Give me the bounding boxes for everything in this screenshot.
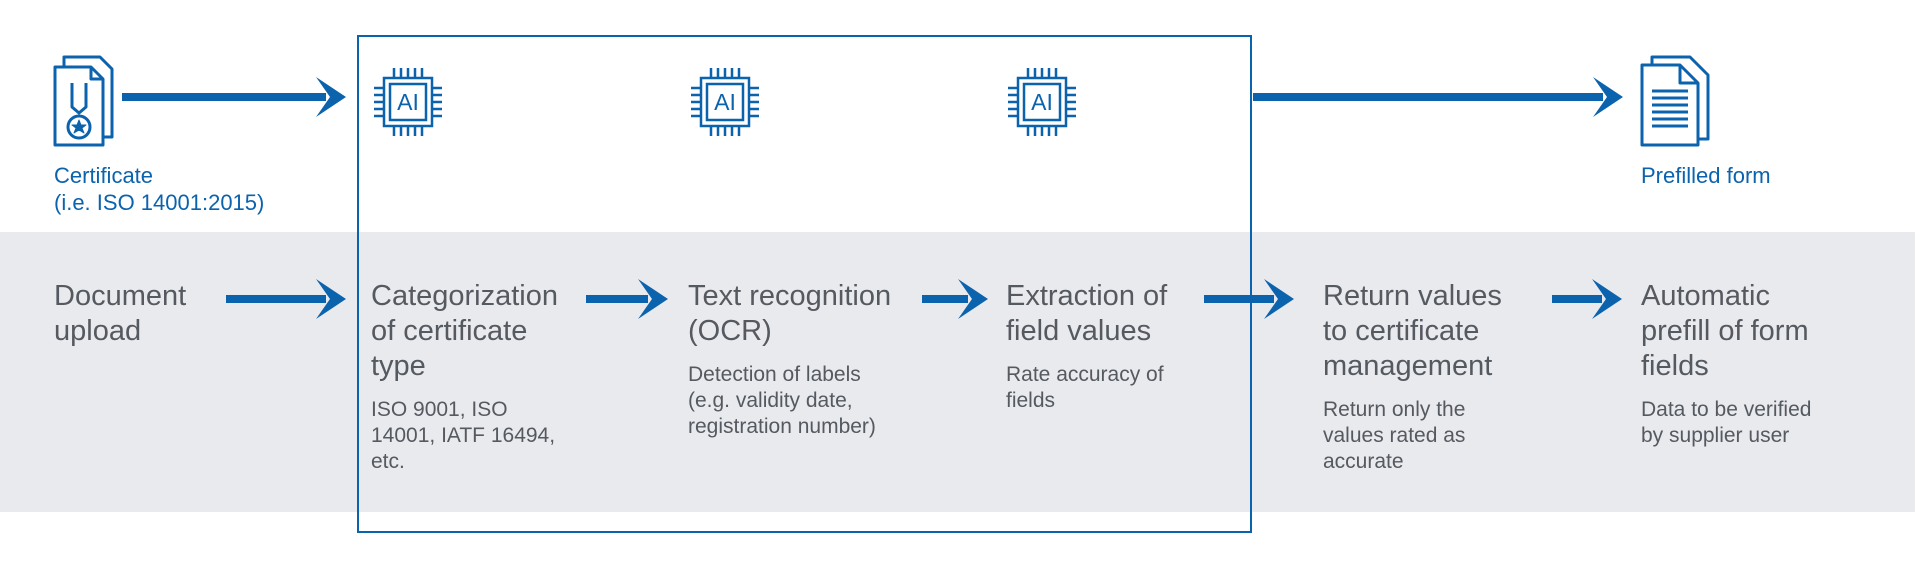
- step-desc-automatic-prefill: Data to be verified by supplier user: [1641, 397, 1811, 449]
- step-desc-line: Return only the: [1323, 398, 1466, 421]
- step-desc-text-recognition: Detection of labels (e.g. validity date,…: [688, 362, 876, 440]
- step-title-extraction: Extraction of field values: [1006, 279, 1167, 349]
- step-desc-extraction: Rate accuracy of fields: [1006, 362, 1164, 414]
- arrow-right-icon: [1552, 276, 1628, 322]
- certificate-label: Certificate (i.e. ISO 14001:2015): [54, 162, 264, 216]
- step-desc-return-values: Return only the values rated as accurate: [1323, 397, 1465, 475]
- step-desc-line: Rate accuracy of: [1006, 363, 1164, 386]
- step-title-line: to certificate: [1323, 315, 1480, 347]
- certificate-label-line2: (i.e. ISO 14001:2015): [54, 190, 265, 215]
- certificate-icon: [52, 53, 124, 147]
- ai-processing-frame: [357, 35, 1252, 533]
- step-desc-line: Detection of labels: [688, 363, 861, 386]
- arrow-right-icon: [122, 74, 352, 120]
- step-title-line: type: [371, 350, 426, 382]
- step-desc-line: etc.: [371, 450, 405, 473]
- step-title-automatic-prefill: Automatic prefill of form fields: [1641, 279, 1809, 384]
- step-desc-line: ISO 9001, ISO: [371, 398, 508, 421]
- step-title-line: field values: [1006, 315, 1152, 347]
- prefilled-form-label: Prefilled form: [1641, 163, 1771, 188]
- step-desc-line: registration number): [688, 415, 876, 438]
- arrow-right-icon: [922, 276, 994, 322]
- step-desc-line: Data to be verified: [1641, 398, 1812, 421]
- step-desc-line: values rated as: [1323, 424, 1466, 447]
- arrow-right-icon: [586, 276, 674, 322]
- step-desc-categorization: ISO 9001, ISO 14001, IATF 16494, etc.: [371, 397, 555, 475]
- ai-chip-icon: AI: [1004, 64, 1080, 140]
- chip-pins: [691, 68, 759, 136]
- ai-chip-icon: AI: [687, 64, 763, 140]
- chip-pins: [1008, 68, 1076, 136]
- certificate-label-line1: Certificate: [54, 163, 154, 188]
- ai-chip-icon: AI: [370, 64, 446, 140]
- step-title-line: (OCR): [688, 315, 772, 347]
- step-title-line: management: [1323, 350, 1493, 382]
- step-desc-line: 14001, IATF 16494,: [371, 424, 556, 447]
- process-band: [0, 232, 1915, 512]
- chip-pins: [374, 68, 442, 136]
- step-title-document-upload: Document upload: [54, 279, 186, 349]
- ai-chip-text: AI: [1031, 89, 1053, 115]
- step-title-line: Extraction of: [1006, 280, 1168, 312]
- ai-chip-text: AI: [397, 89, 419, 115]
- prefilled-form-icon: [1638, 53, 1712, 147]
- step-desc-line: by supplier user: [1641, 424, 1790, 447]
- step-title-line: Text recognition: [688, 280, 892, 312]
- step-title-categorization: Categorization of certificate type: [371, 279, 558, 384]
- step-title-line: upload: [54, 315, 142, 347]
- step-desc-line: fields: [1006, 389, 1056, 412]
- step-title-line: Automatic: [1641, 280, 1770, 312]
- step-desc-line: accurate: [1323, 450, 1404, 473]
- step-title-line: fields: [1641, 350, 1709, 382]
- arrow-right-icon: [226, 276, 352, 322]
- step-title-line: Categorization: [371, 280, 558, 312]
- step-title-line: prefill of form: [1641, 315, 1809, 347]
- ai-chip-text: AI: [714, 89, 736, 115]
- step-title-line: Document: [54, 280, 187, 312]
- step-title-text-recognition: Text recognition (OCR): [688, 279, 891, 349]
- step-title-line: of certificate: [371, 315, 528, 347]
- step-title-return-values: Return values to certificate management: [1323, 279, 1502, 384]
- arrow-right-icon: [1204, 276, 1300, 322]
- step-title-line: Return values: [1323, 280, 1502, 312]
- step-desc-line: (e.g. validity date,: [688, 389, 853, 412]
- arrow-right-icon: [1253, 74, 1629, 120]
